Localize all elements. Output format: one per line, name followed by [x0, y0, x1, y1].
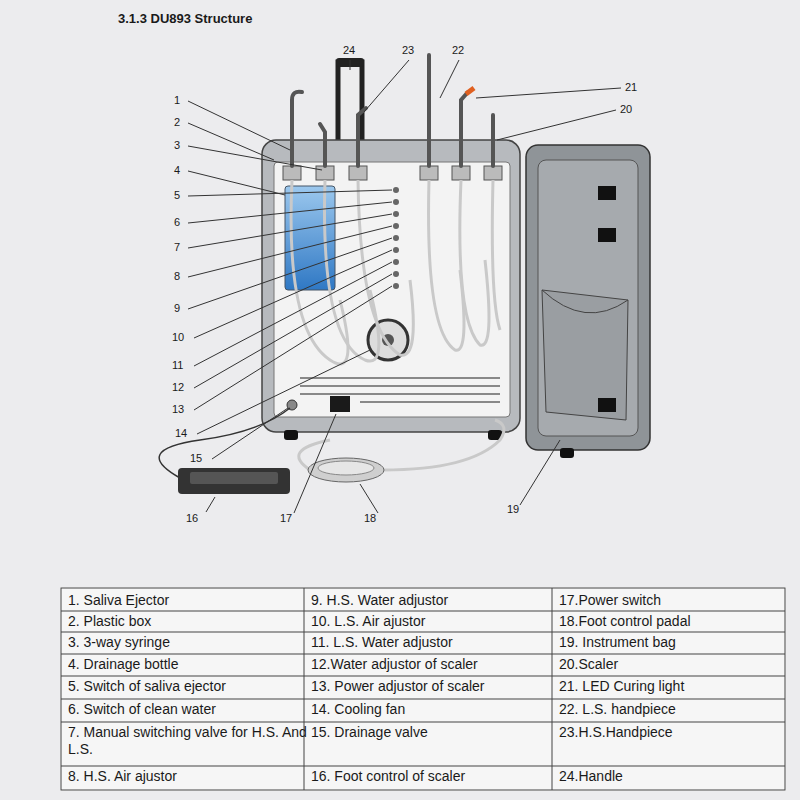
switches: [393, 187, 399, 289]
callout-number: 13: [172, 403, 184, 416]
front-panel: [274, 162, 510, 417]
callout-number: 23: [402, 44, 414, 57]
table-cell: 8. H.S. Air ajustor: [68, 768, 308, 785]
callout-number: 19: [507, 503, 519, 516]
table-cell: 17.Power switch: [559, 592, 789, 609]
table-cell: 5. Switch of saliva ejector: [68, 678, 308, 695]
callout-number: 9: [174, 302, 180, 315]
table-cell: 2. Plastic box: [68, 613, 308, 630]
callout-number: 11: [172, 359, 183, 372]
table-cell: 7. Manual switching valve for H.S. And L…: [68, 724, 308, 758]
curing-tip: [466, 88, 474, 94]
table-cell: 16. Foot control of scaler: [311, 768, 555, 785]
table-cell: 12.Water adjustor of scaler: [311, 656, 555, 673]
case-body: [262, 140, 520, 432]
callout-number: 8: [174, 270, 180, 283]
table-cell: 22. L.S. handpiece: [559, 701, 789, 718]
table-cell: 10. L.S. Air ajustor: [311, 613, 555, 630]
callout-number: 6: [174, 216, 180, 229]
holders: [283, 166, 502, 180]
table-cell: 23.H.S.Handpiece: [559, 724, 789, 741]
diagram-title: 3.1.3 DU893 Structure: [118, 11, 252, 26]
callout-number: 5: [174, 189, 180, 202]
table-cell: 18.Foot control padal: [559, 613, 789, 630]
callout-number: 24: [343, 44, 355, 57]
callout-number: 10: [172, 331, 184, 344]
table-cell: 11. L.S. Water adjustor: [311, 634, 555, 651]
callout-number: 2: [174, 116, 180, 129]
table-cell: 14. Cooling fan: [311, 701, 555, 718]
callout-number: 1: [174, 94, 180, 107]
callout-number: 16: [186, 512, 198, 525]
callout-number: 20: [620, 103, 632, 116]
table-cell: 19. Instrument bag: [559, 634, 789, 651]
table-cell: 21. LED Curing light: [559, 678, 789, 695]
callout-number: 14: [175, 427, 187, 440]
leader-lines: [188, 60, 621, 513]
instruments: [292, 55, 493, 166]
table-cell: 15. Drainage valve: [311, 724, 555, 741]
callout-number: 21: [625, 81, 637, 94]
table-cell: 6. Switch of clean water: [68, 701, 308, 718]
callout-number: 3: [174, 139, 180, 152]
table-cell: 3. 3-way syringe: [68, 634, 308, 651]
callout-number: 17: [280, 512, 292, 525]
table-cell: 24.Handle: [559, 768, 789, 785]
table-cell: 20.Scaler: [559, 656, 789, 673]
callout-number: 18: [364, 512, 376, 525]
callout-number: 12: [172, 381, 184, 394]
callout-number: 7: [174, 241, 180, 254]
hoses: [291, 180, 500, 364]
table-cell: 1. Saliva Ejector: [68, 592, 308, 609]
power-switch: [330, 396, 350, 412]
wheels: [284, 430, 502, 440]
table-cell: 9. H.S. Water adjustor: [311, 592, 555, 609]
table-cell: 13. Power adjustor of scaler: [311, 678, 555, 695]
lid: [526, 145, 650, 458]
callout-number: 4: [174, 164, 180, 177]
callout-number: 15: [190, 452, 202, 465]
table-cell: 4. Drainage bottle: [68, 656, 308, 673]
callout-number: 22: [452, 44, 464, 57]
